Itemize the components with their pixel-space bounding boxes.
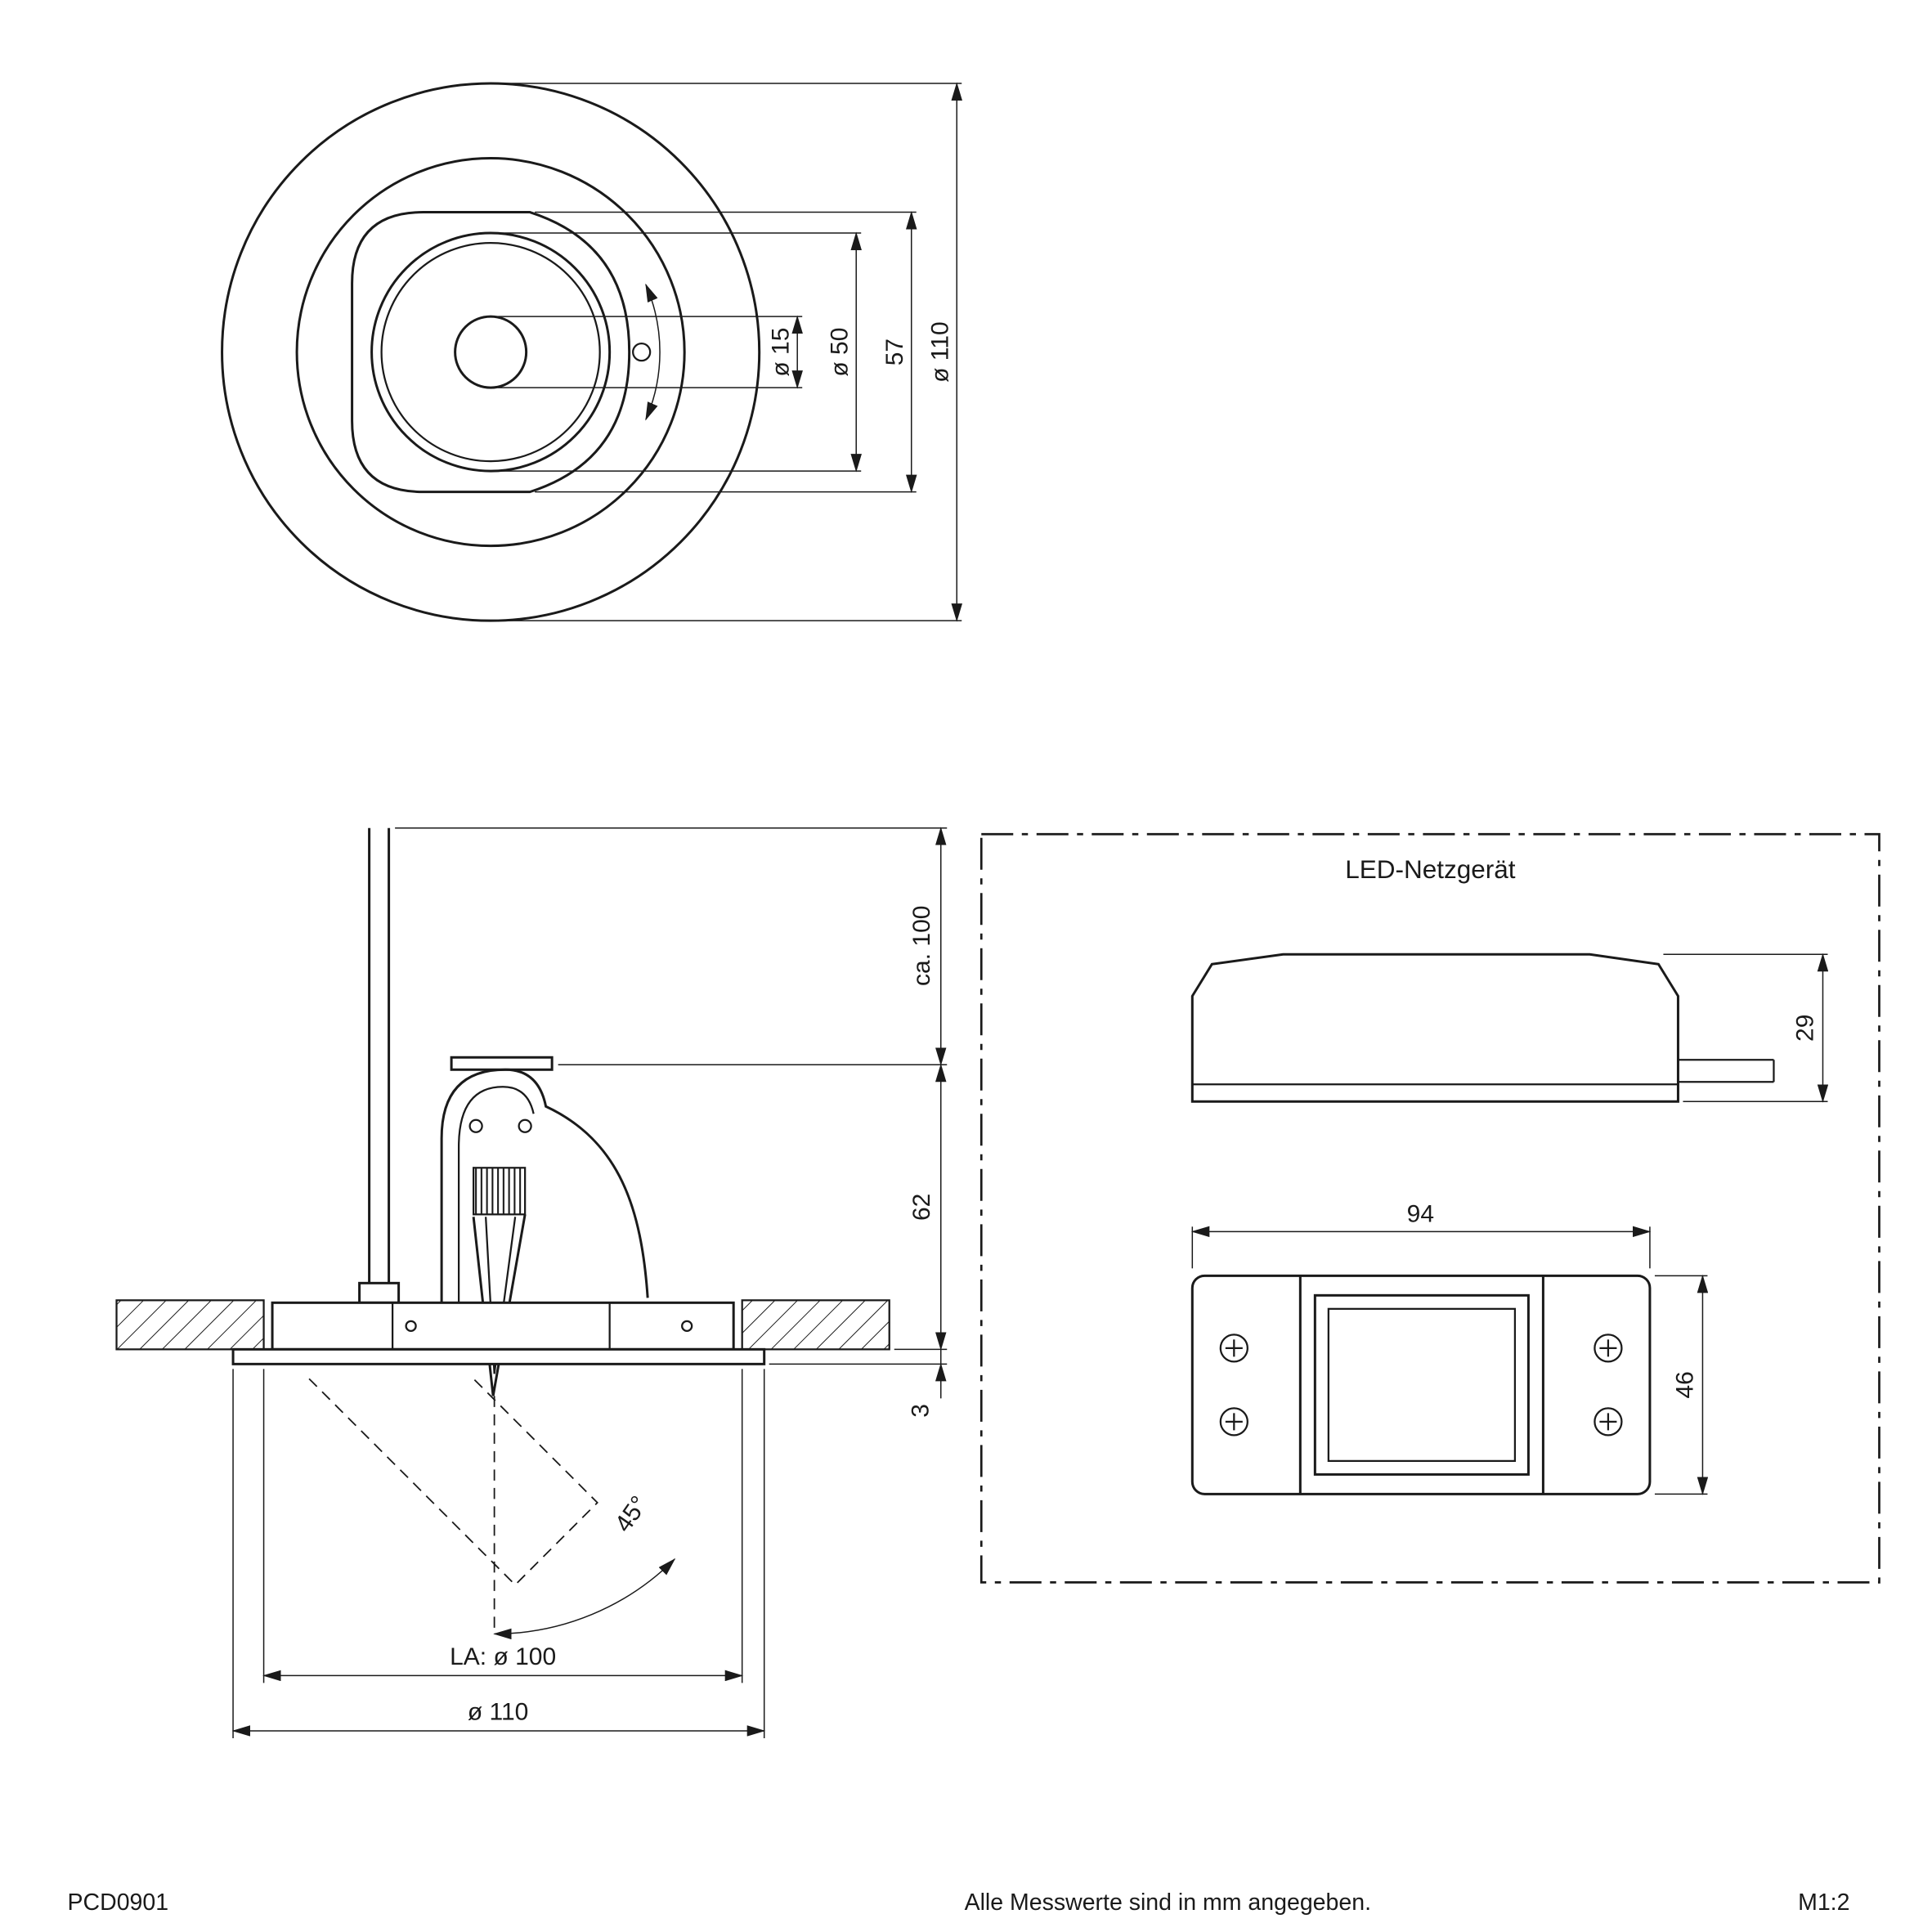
gimbal-frame-outline bbox=[351, 211, 631, 494]
top-view-dimensions: ø 15 ø 50 57 ø 110 bbox=[498, 82, 962, 622]
dim-label-ca100: ca. 100 bbox=[908, 906, 935, 986]
trim-ring-outer-circle bbox=[221, 82, 761, 622]
spring-coil-hatch bbox=[472, 1167, 527, 1216]
dim-label-29: 29 bbox=[1791, 1015, 1818, 1042]
footer: PCD0901 Alle Messwerte sind in mm angege… bbox=[68, 1889, 1850, 1916]
driver-body-outline bbox=[1190, 1274, 1652, 1495]
dim-label-d50: ø 50 bbox=[827, 328, 854, 377]
ring-screw-left bbox=[405, 1320, 417, 1332]
product-code: PCD0901 bbox=[68, 1889, 169, 1916]
driver-top-view: 94 46 bbox=[1190, 1200, 1709, 1495]
bracket-top-plate bbox=[450, 1056, 554, 1071]
dim-label-46: 46 bbox=[1671, 1371, 1698, 1398]
dim-label-3: 3 bbox=[908, 1404, 935, 1418]
driver-screw-bottom-left bbox=[1219, 1407, 1248, 1437]
trim-ring-inner-circle bbox=[295, 157, 686, 548]
trim-flange bbox=[231, 1347, 766, 1365]
pivot-screw-right bbox=[518, 1118, 532, 1133]
side-view: 45° bbox=[115, 827, 890, 1640]
driver-side-outline bbox=[1190, 953, 1679, 1103]
dim-label-d110: ø 110 bbox=[927, 321, 954, 382]
dim-label-angle: 45° bbox=[610, 1491, 653, 1537]
driver-screw-bottom-right bbox=[1594, 1407, 1623, 1437]
stem-foot-block bbox=[358, 1281, 401, 1304]
dim-label-d110-side: ø 110 bbox=[468, 1698, 529, 1725]
extension-lines bbox=[232, 827, 948, 1738]
driver-panel-title: LED-Netzgerät bbox=[1345, 854, 1516, 884]
driver-cable bbox=[1678, 1059, 1775, 1083]
spring-clip-inner bbox=[485, 1217, 517, 1374]
dim-label-62: 62 bbox=[908, 1194, 935, 1221]
ceiling-hatch-left bbox=[115, 1299, 265, 1351]
driver-panel: LED-Netzgerät 29 bbox=[979, 832, 1880, 1584]
swivel-angle-arc bbox=[493, 1558, 676, 1640]
driver-screw-top-right bbox=[1594, 1334, 1623, 1363]
footer-note: Alle Messwerte sind in mm angegeben. bbox=[965, 1889, 1371, 1916]
driver-lid-inner bbox=[1327, 1307, 1517, 1463]
yoke-inner-line bbox=[457, 1086, 535, 1303]
dim-label-d15: ø 15 bbox=[768, 328, 795, 377]
ceiling-hatch-right bbox=[741, 1299, 890, 1351]
dim-label-la: LA: ø 100 bbox=[450, 1643, 556, 1670]
lamp-face-circle bbox=[370, 231, 612, 473]
dimension-lines bbox=[791, 82, 962, 622]
ring-screw-right bbox=[681, 1320, 693, 1332]
driver-side-view: 29 bbox=[1190, 953, 1829, 1103]
mounting-ring bbox=[271, 1301, 735, 1351]
spring-clip-outline bbox=[472, 1214, 527, 1396]
lamp-face-inner-circle bbox=[380, 241, 601, 463]
driver-lid-outer bbox=[1313, 1293, 1530, 1476]
extension-lines bbox=[498, 83, 962, 621]
top-view bbox=[221, 82, 761, 622]
tilted-lamp-dashed-outline bbox=[308, 1378, 598, 1586]
driver-screw-top-left bbox=[1219, 1334, 1248, 1363]
driver-panel-border bbox=[979, 832, 1880, 1584]
rotation-arrow-arc bbox=[645, 283, 661, 421]
dim-label-57: 57 bbox=[881, 338, 908, 365]
dim-label-94: 94 bbox=[1407, 1200, 1434, 1227]
driver-depth-dimension bbox=[1654, 1274, 1709, 1495]
driver-width-dimension bbox=[1190, 1226, 1652, 1269]
yoke-outline bbox=[440, 1068, 649, 1303]
drawing-scale: M1:2 bbox=[1798, 1889, 1849, 1916]
side-view-dimensions: ca. 100 62 3 LA: ø 100 ø 110 bbox=[231, 827, 948, 1738]
lamp-center-hole bbox=[454, 315, 528, 389]
adjust-knob bbox=[632, 342, 652, 362]
driver-height-dimension bbox=[1663, 953, 1829, 1103]
dimension-lines bbox=[231, 827, 947, 1737]
pivot-screw-left bbox=[468, 1118, 483, 1133]
